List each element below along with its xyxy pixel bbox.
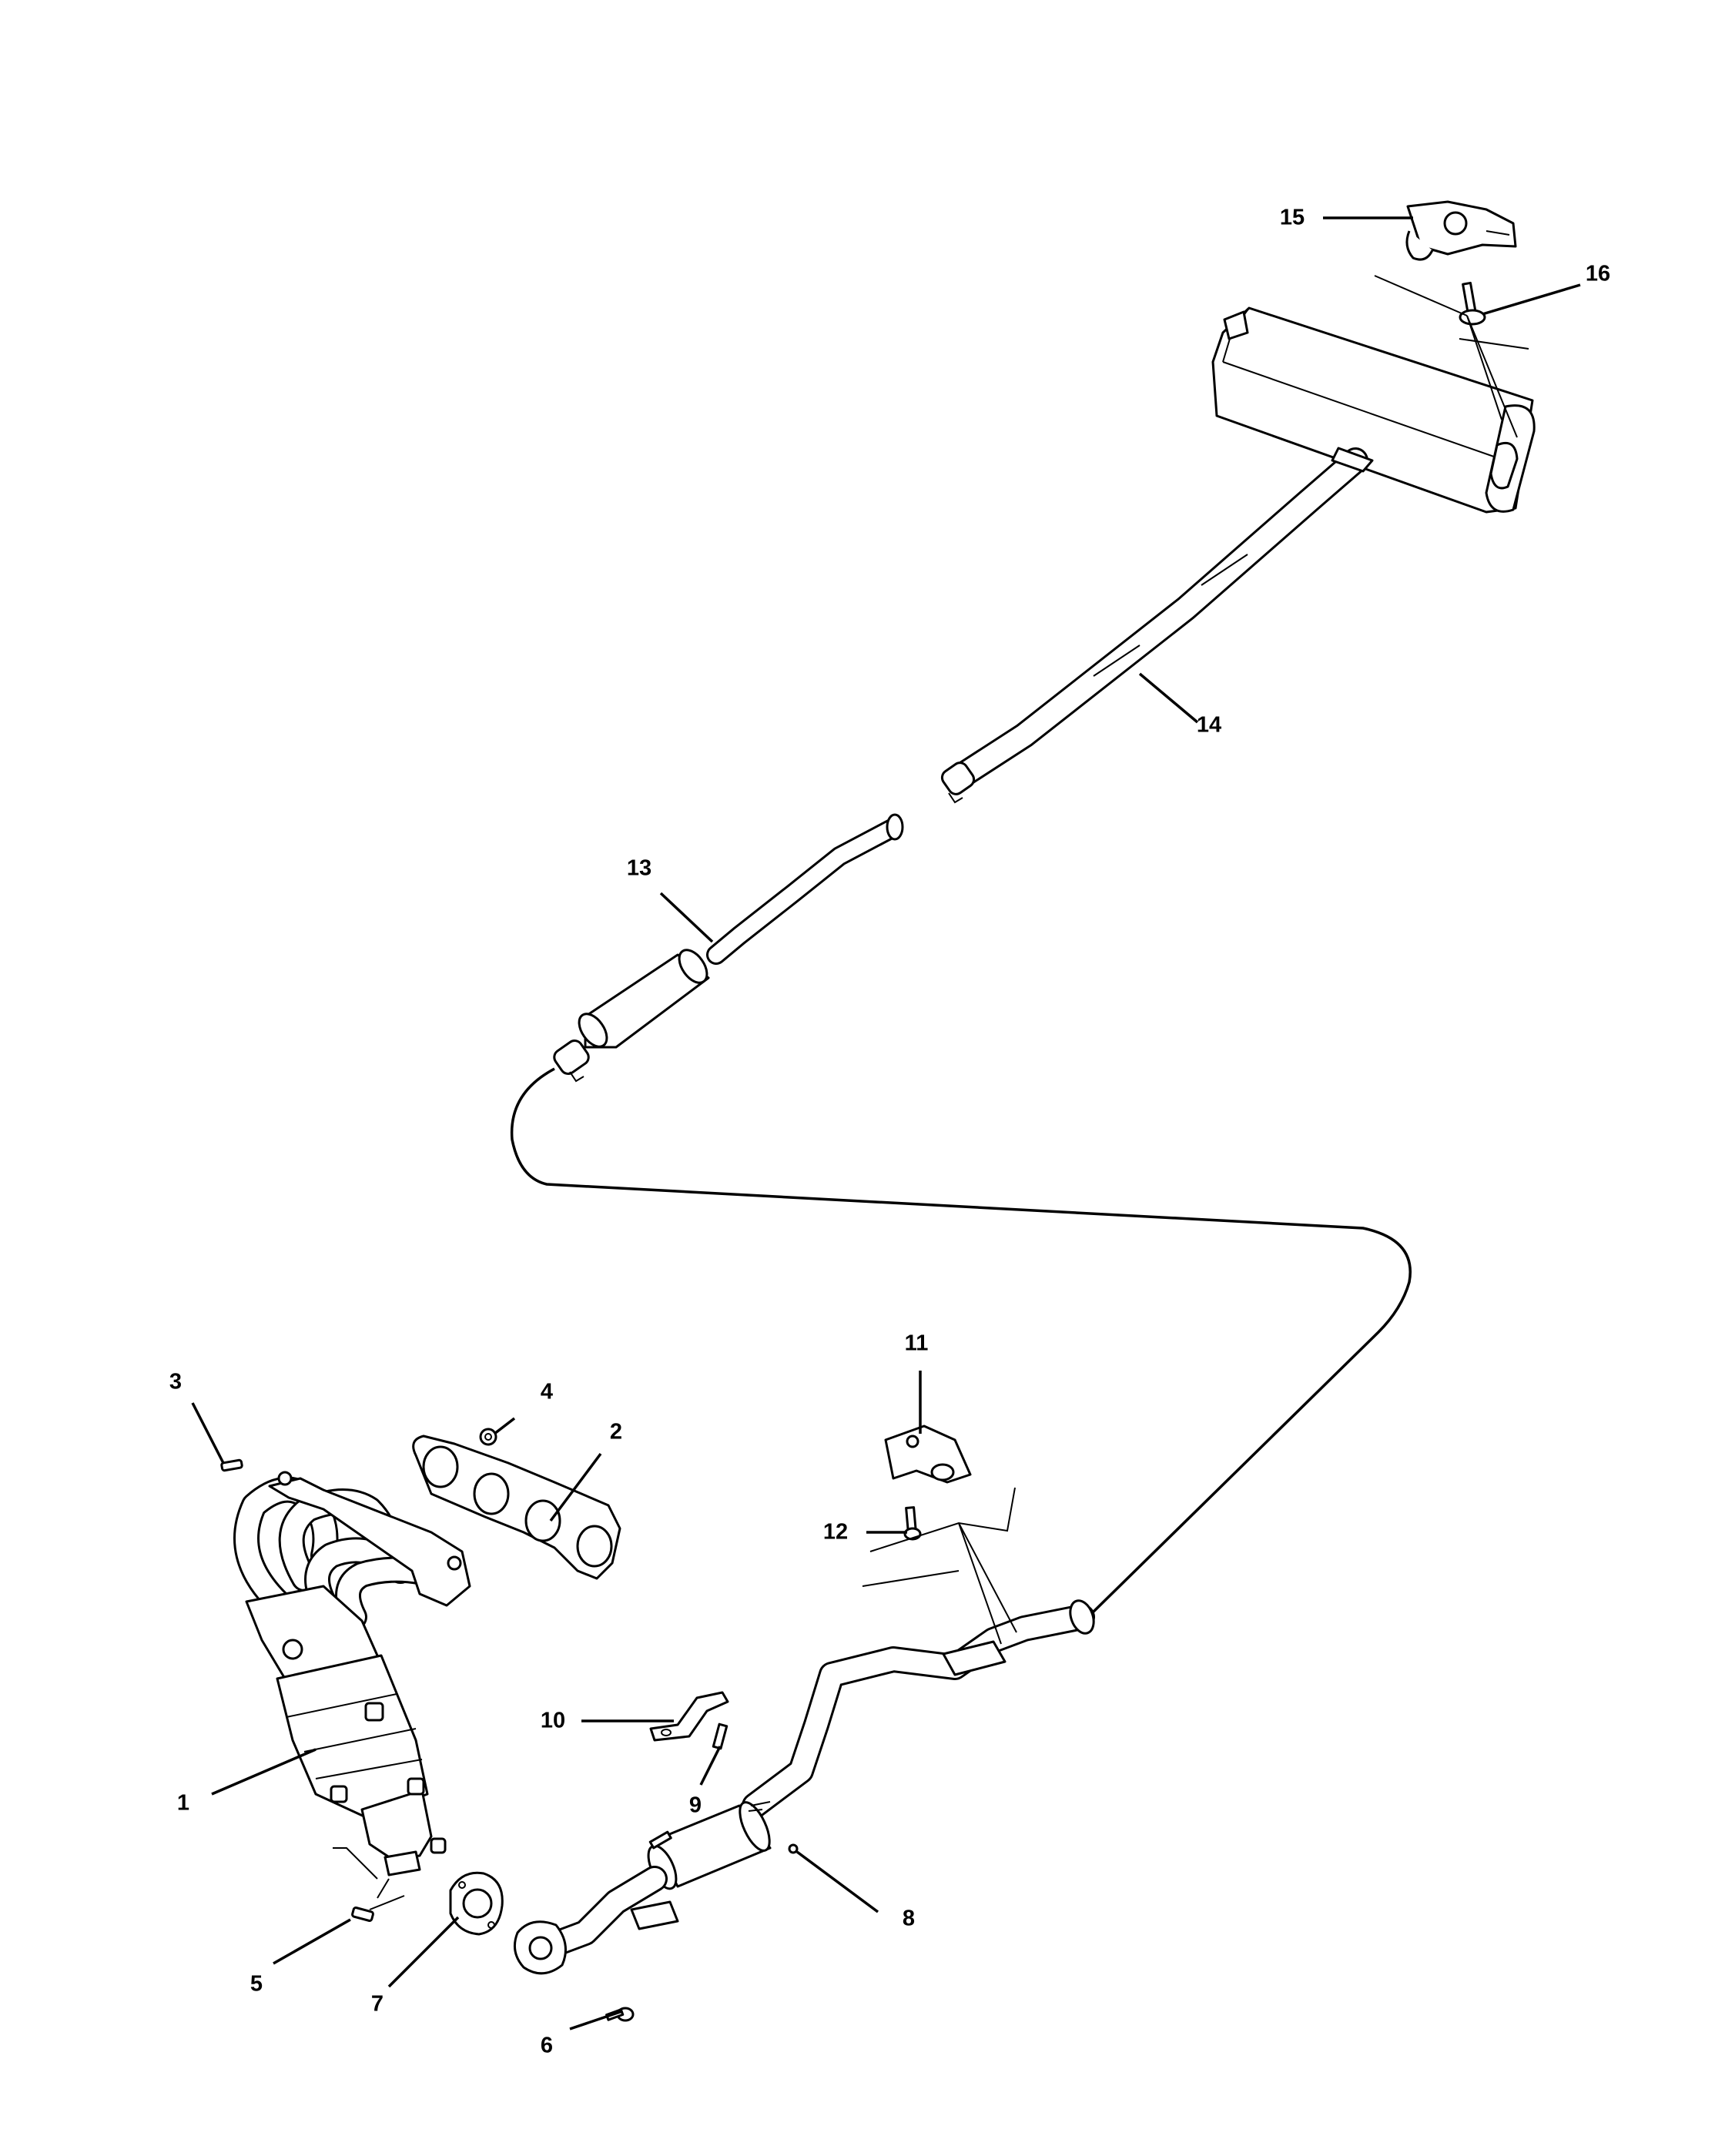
callout-label: 1 [176,1790,190,1816]
callout-label: 12 [822,1519,849,1545]
part-14-muffler-tailpipe [940,306,1536,804]
callout-label: 3 [169,1369,183,1394]
part-8-front-pipe [513,1599,1095,1975]
callout-label: 13 [626,855,652,881]
part-10-bracket [649,1691,729,1742]
callout-label: 5 [250,1971,263,1997]
callout-label: 7 [370,1991,384,2017]
callout-label: 15 [1279,205,1305,230]
callout-label: 11 [904,1331,929,1356]
part-9-bolts [648,1722,763,1850]
connector-line [510,1067,1412,1615]
part-2-manifold-gasket [412,1435,621,1580]
part-3-stud [220,1458,243,1472]
callout-label: 8 [902,1906,916,1931]
callout-label: 9 [688,1793,702,1818]
part-13-resonator-pipe [553,813,904,1083]
callout-label: 16 [1585,261,1611,286]
callout-label: 6 [540,2033,554,2058]
leader-lines [191,216,1581,2030]
part-1-manifold-converter [233,1471,471,1876]
part-11-hanger [884,1424,972,1484]
part-7-gasket [449,1871,504,1936]
callout-label: 2 [609,1419,623,1445]
part-12-bolt [903,1506,922,1541]
callout-label: 10 [540,1708,566,1733]
part-4-nut [479,1428,497,1446]
part-16-bolt [1459,281,1486,326]
part-15-rear-hanger-bracket [1405,200,1517,261]
callout-label: 14 [1196,712,1222,738]
part-5-stud [351,1907,374,1922]
callout-label: 4 [540,1379,554,1404]
